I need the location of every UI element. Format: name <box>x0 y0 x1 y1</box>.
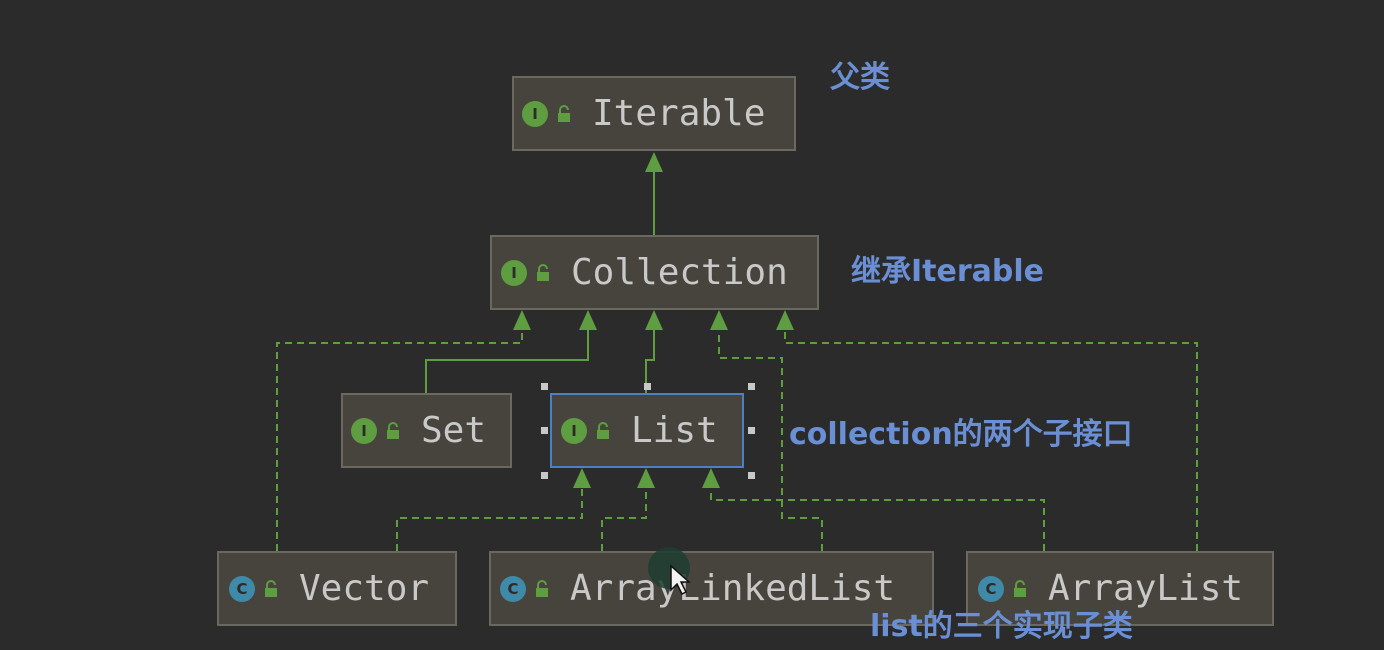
node-label: ArrayList <box>1048 568 1244 609</box>
edge-arraylinkedlist-list <box>601 486 647 551</box>
node-set[interactable]: I Set <box>341 393 512 468</box>
selection-handle[interactable] <box>541 383 548 390</box>
arrowhead-collection-3 <box>645 310 663 330</box>
node-label: Vector <box>299 568 430 609</box>
node-label: Collection <box>571 252 788 293</box>
arrowhead-collection-4 <box>710 310 728 330</box>
node-iterable[interactable]: I Iterable <box>512 76 796 151</box>
interface-icon: I <box>561 417 587 444</box>
interface-icon: I <box>351 417 377 444</box>
arrowhead-list-2 <box>637 468 655 488</box>
arrowhead-collection-2 <box>579 310 597 330</box>
unlock-icon <box>387 421 399 439</box>
node-collection[interactable]: I Collection <box>490 235 819 310</box>
selection-handle[interactable] <box>541 472 548 479</box>
node-list[interactable]: I List <box>550 393 744 468</box>
edge-set-collection <box>425 328 589 393</box>
unlock-icon <box>597 421 609 439</box>
selection-handle[interactable] <box>644 383 651 390</box>
node-label: Set <box>421 410 487 451</box>
unlock-icon <box>537 263 549 281</box>
unlock-icon <box>558 104 570 122</box>
node-label: ArrayLinkedList <box>570 568 896 609</box>
class-icon: C <box>978 575 1004 602</box>
interface-icon: I <box>501 259 527 286</box>
mouse-cursor-icon <box>648 547 691 596</box>
arrowhead-list-3 <box>702 468 720 488</box>
node-vector[interactable]: C Vector <box>217 551 457 626</box>
arrowhead-collection-5 <box>776 310 794 330</box>
node-label: Iterable <box>592 93 766 134</box>
edge-arraylist-collection <box>784 328 1198 551</box>
arrowhead-collection-1 <box>513 310 531 330</box>
selection-handle[interactable] <box>748 383 755 390</box>
edge-vector-list <box>396 486 583 551</box>
selection-handle[interactable] <box>748 427 755 434</box>
unlock-icon <box>536 579 548 597</box>
class-icon: C <box>229 575 255 602</box>
edge-arraylist-list <box>710 486 1045 551</box>
annotation-parent: 父类 <box>830 60 890 95</box>
interface-icon: I <box>522 100 548 127</box>
selection-handle[interactable] <box>748 472 755 479</box>
edge-arraylinkedlist-collection <box>718 328 823 551</box>
unlock-icon <box>265 579 277 597</box>
arrowhead-list-1 <box>573 468 591 488</box>
annotation-sub-interfaces: collection的两个子接口 <box>789 417 1133 452</box>
annotation-inherit: 继承Iterable <box>851 254 1044 289</box>
arrowhead-iterable <box>645 152 663 172</box>
selection-handle[interactable] <box>541 427 548 434</box>
annotation-impl-classes: list的三个实现子类 <box>870 609 1133 644</box>
edge-vector-collection <box>276 328 523 551</box>
node-arraylinkedlist[interactable]: C ArrayLinkedList <box>489 551 934 626</box>
class-icon: C <box>500 575 526 602</box>
edge-list-collection <box>645 328 655 393</box>
node-arraylist[interactable]: C ArrayList <box>966 551 1274 626</box>
node-label: List <box>631 410 718 451</box>
unlock-icon <box>1014 579 1026 597</box>
